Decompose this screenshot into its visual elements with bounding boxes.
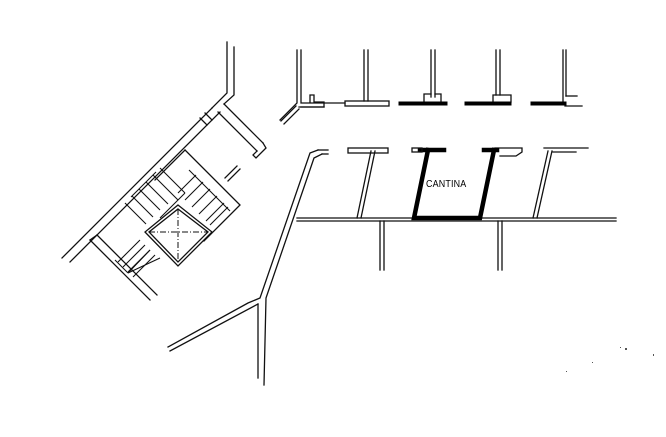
corridor-walls-main	[167, 149, 329, 386]
stairwell	[89, 149, 241, 301]
stair-steps-left	[124, 167, 186, 225]
lower-cellar-row	[296, 147, 617, 271]
stair-steps-right	[177, 169, 231, 226]
corridor-walls-upper	[61, 41, 300, 263]
cantina-unit-outline	[411, 147, 500, 221]
cantina-label: CANTINA	[426, 178, 467, 190]
top-cellar-partitions	[279, 49, 583, 121]
stair-steps-lower	[114, 239, 161, 278]
scan-noise	[566, 347, 654, 372]
